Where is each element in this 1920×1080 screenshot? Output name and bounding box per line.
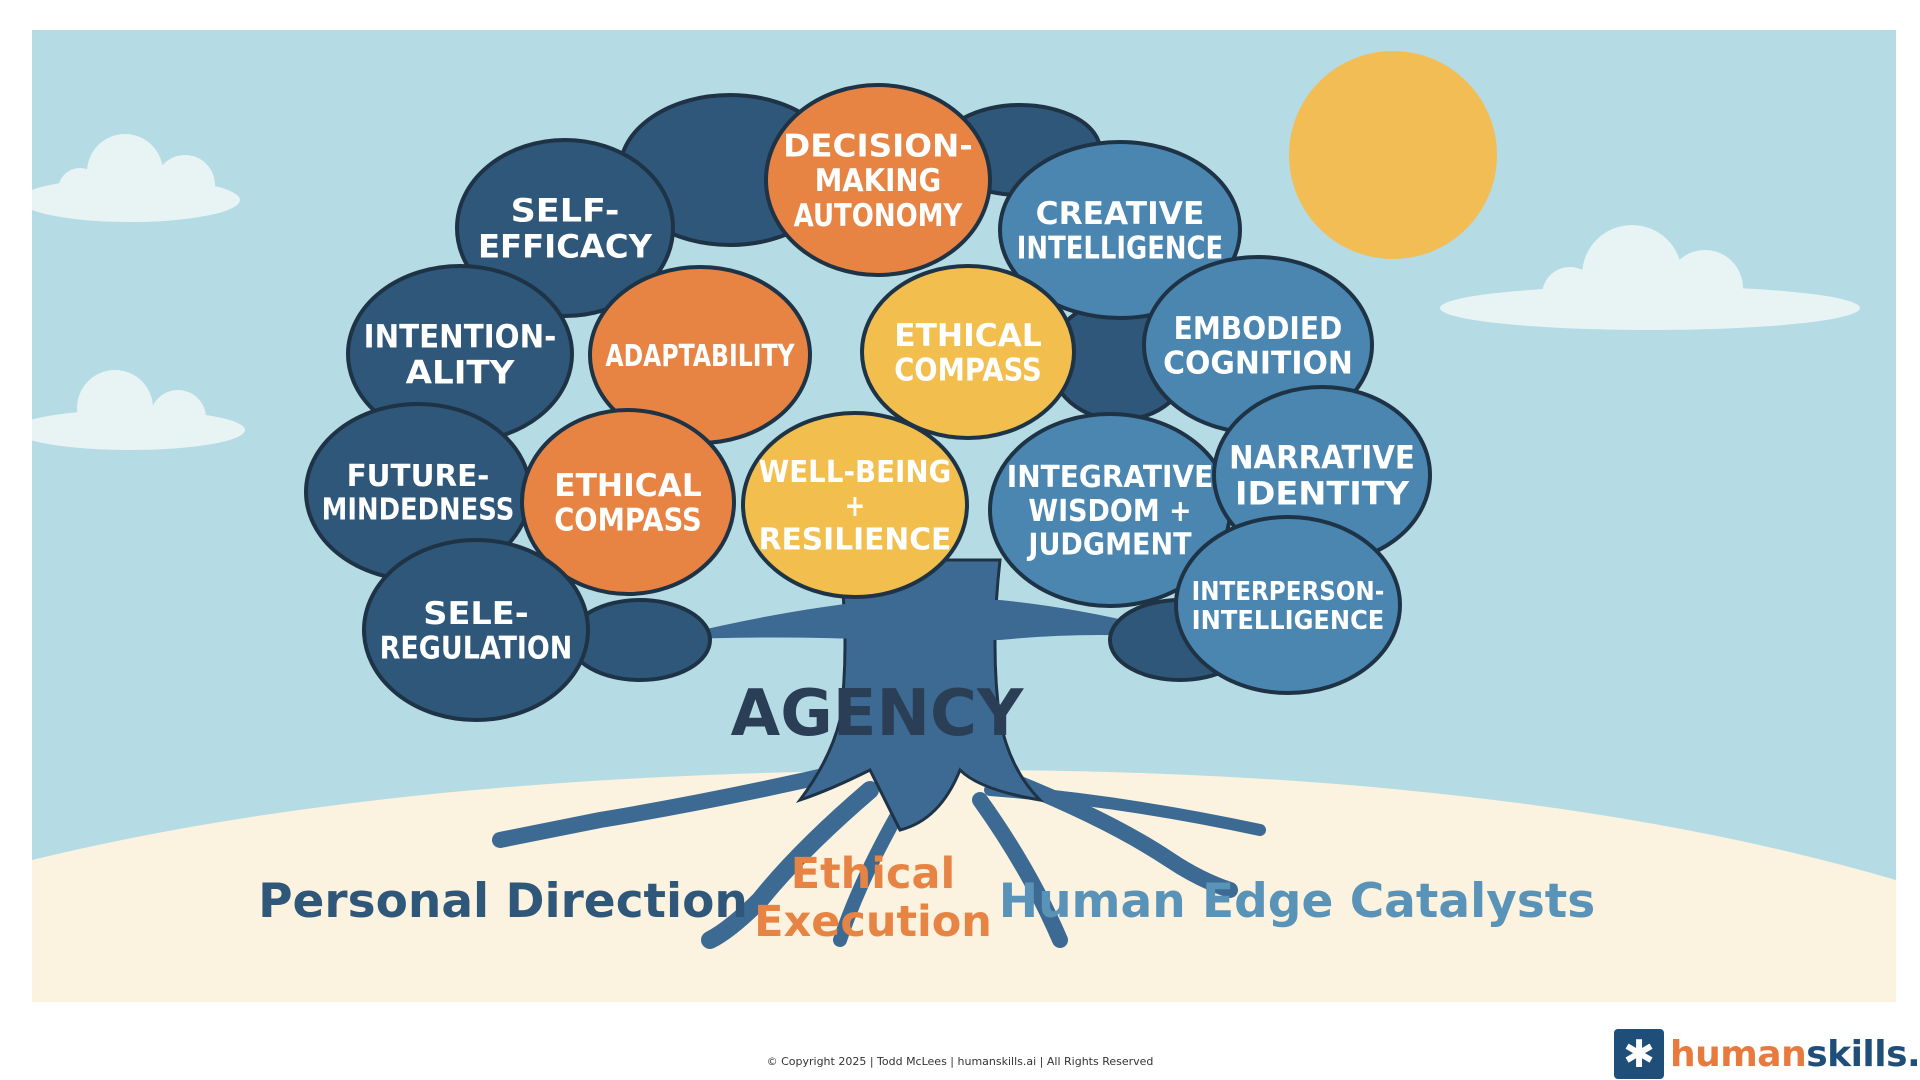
node-label: ALITY	[406, 353, 516, 391]
node-bubble	[998, 140, 1242, 320]
node-label: INTENTION-	[364, 318, 557, 356]
cloud-right	[1440, 225, 1860, 330]
brand-wordmark: humanskills.ai	[1670, 1033, 1920, 1075]
node-label: ETHICAL	[894, 318, 1042, 354]
tree-roots	[492, 762, 1266, 949]
node-label: INTELLIGENCE	[1017, 231, 1223, 267]
node-label: SELE-	[423, 596, 528, 632]
node-label: INTEGRATIVE	[1007, 460, 1213, 495]
node-label: IDENTITY	[1235, 474, 1410, 512]
copyright-footer: © Copyright 2025 | Todd McLees | humansk…	[766, 1055, 1154, 1068]
node-label: COGNITION	[1163, 346, 1353, 382]
node-label: ADAPTABILITY	[605, 339, 795, 374]
node-label: DECISION-	[783, 128, 973, 164]
node-well-being-resilience: WELL-BEING+RESILIENCE	[741, 411, 969, 599]
node-label: SELF-	[511, 192, 620, 230]
tree-branches	[660, 600, 1200, 640]
category-ethical-execution-line1: Ethical	[791, 849, 956, 899]
node-label: WELL-BEING	[759, 455, 952, 490]
node-label: INTELLIGENCE	[1192, 606, 1385, 636]
node-label: MINDEDNESS	[322, 493, 515, 528]
node-future-mindedness: FUTURE-MINDEDNESS	[304, 402, 532, 582]
category-personal-direction: Personal Direction	[258, 874, 748, 929]
node-bubble	[362, 538, 590, 722]
node-adaptability: ADAPTABILITY	[588, 265, 812, 445]
sun	[1289, 51, 1497, 259]
node-bubble	[1174, 515, 1402, 695]
category-ethical-execution-line2: Execution	[754, 897, 992, 947]
node-label: FUTURE-	[347, 459, 490, 494]
node-bubble	[741, 411, 969, 599]
node-label: NARRATIVE	[1229, 439, 1415, 477]
node-interperson-intelligence: INTERPERSON-INTELLIGENCE	[1174, 515, 1402, 695]
node-label: COMPASS	[894, 353, 1042, 389]
node-label: EFFICACY	[478, 227, 653, 265]
node-self-efficacy: SELF-EFFICACY	[455, 138, 675, 318]
ground-hill	[32, 770, 1896, 1002]
node-label: MAKING	[815, 163, 941, 199]
node-label: REGULATION	[380, 631, 573, 667]
node-label: INTERPERSON-	[1192, 577, 1385, 607]
node-label: CREATIVE	[1036, 196, 1205, 232]
cloud-left-bottom	[32, 370, 245, 450]
diagram-title: AGENCY	[731, 677, 1024, 751]
node-label: JUDGMENT	[1027, 527, 1192, 562]
node-label: RESILIENCE	[759, 522, 952, 557]
node-label: COMPASS	[554, 503, 702, 539]
category-human-edge-catalysts: Human Edge Catalysts	[999, 874, 1596, 929]
node-sele-regulation: SELE-REGULATION	[362, 538, 590, 722]
node-label: EMBODIED	[1174, 311, 1343, 347]
node-label: +	[845, 489, 865, 524]
node-intentionality: INTENTION-ALITY	[346, 264, 574, 444]
asterisk-icon: ✱	[1614, 1029, 1664, 1079]
node-label: WISDOM +	[1028, 494, 1191, 529]
node-bubble	[860, 264, 1076, 440]
node-label: AUTONOMY	[794, 198, 963, 234]
node-bubble	[520, 408, 736, 596]
brand-logo[interactable]: ✱ humanskills.ai	[1614, 1028, 1920, 1080]
node-label: ETHICAL	[554, 468, 702, 504]
node-bubble	[764, 83, 992, 277]
node-bubble	[455, 138, 675, 318]
cloud-left-top	[32, 134, 240, 222]
